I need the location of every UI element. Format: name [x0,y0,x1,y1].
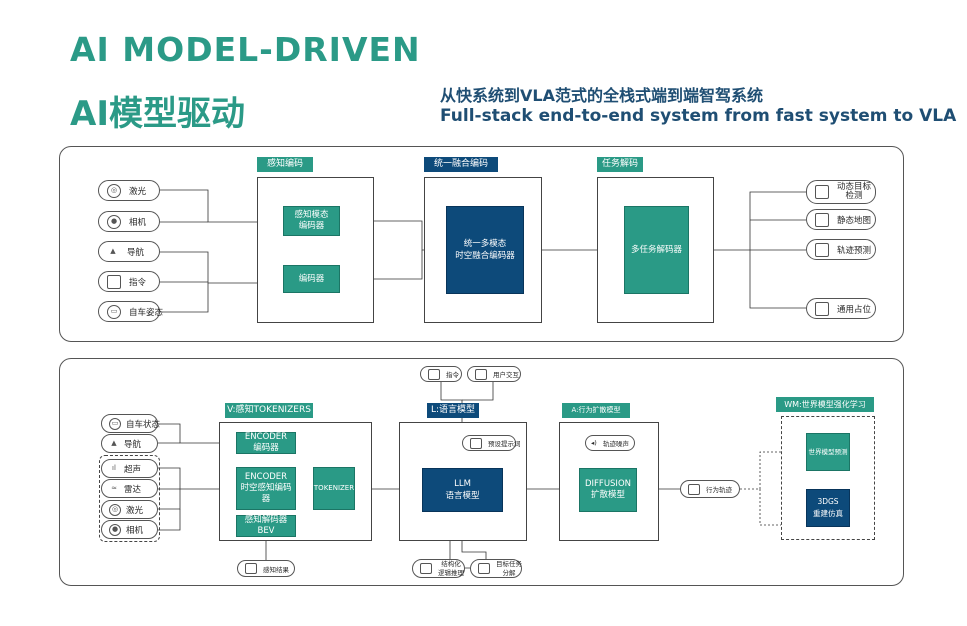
fusion-header: 统一融合编码 [424,157,498,172]
command-icon [107,274,121,289]
subtitle-cn: 从快系统到VLA范式的全栈式端到端智驾系统 [440,86,763,105]
wm-header: WM:世界模型强化学习 [776,397,874,412]
spatiotemporal-encoder-box: ENCODER 时空感知编码器 [236,467,296,510]
tokenizer-box: TOKENIZER [313,467,355,510]
command-pill: 指令 [420,366,462,382]
input-camera: ●相机 [98,211,160,232]
l-header: L:语言模型 [427,403,479,418]
perception-result-pill: 感知结果 [237,560,295,577]
input-radar: ≈雷达 [101,479,158,498]
output-occupancy: 通用占位 [806,298,876,319]
title-cn: AI模型驱动 [70,94,245,134]
3dgs-simulation-box: 3DGS 重建仿真 [806,489,850,527]
detection-icon [815,185,829,199]
warning-icon [470,437,482,449]
camera-icon: ● [109,523,121,536]
map-icon [815,212,829,227]
title-en: AI MODEL-DRIVEN [70,30,421,69]
occupancy-icon [815,301,829,316]
structured-reasoning-pill: 结构化逻辑推理 [412,559,465,578]
input-navigation: ▲导航 [98,241,160,262]
input-lidar: ◎激光 [98,180,160,201]
user-icon [475,368,487,380]
perception-encoder-box: 感知模态 编码器 [283,206,340,236]
encoder-box: 编码器 [283,265,340,293]
input-lidar-b: ◎激光 [101,500,158,519]
lidar-icon: ◎ [109,503,121,516]
trajectory-icon [688,483,700,495]
lidar-icon: ◎ [107,183,121,198]
v-header: V:感知TOKENIZERS [225,403,313,418]
behavior-trajectory-pill: 行为轨迹 [680,480,740,498]
user-interaction-pill: 用户交互 [467,366,521,382]
radar-icon: ≈ [111,484,117,492]
input-command: 指令 [98,271,160,292]
perception-frame [257,177,374,323]
car-icon: ▭ [107,304,121,319]
task-header: 任务解码 [597,157,643,172]
ultrasonic-icon: ıl [112,464,116,472]
car-icon: ▭ [109,417,121,430]
world-model-prediction-box: 世界模型预测 [806,433,850,471]
camera-icon: ● [107,214,121,229]
output-static-map: 静态地图 [806,209,876,230]
sensor-group-frame [99,455,160,542]
navigation-icon: ▲ [111,439,117,447]
trajectory-noise-pill: ◂)轨迹噪声 [585,435,635,451]
output-dynamic-detection: 动态目标 检测 [806,180,876,204]
a-header: A:行为扩散模型 [562,403,630,418]
preset-prompt-pill: 预设提示词 [462,435,521,451]
task-decomposition-pill: 目标任务分解 [470,559,522,578]
input-camera-b: ●相机 [101,520,158,539]
command-icon [428,368,440,380]
subtitle-en: Full-stack end-to-end system from fast s… [440,106,957,126]
input-ego-state: ▭自车状态 [101,414,160,433]
reasoning-icon [420,563,432,574]
result-icon [245,563,257,574]
task-icon [478,563,490,574]
input-ego-pose: ▭自车姿态 [98,301,163,322]
perception-header: 感知编码 [257,157,313,172]
input-navigation-b: ▲导航 [101,434,158,453]
navigation-icon: ▲ [110,247,116,255]
encoder-box-b: ENCODER 编码器 [236,432,296,454]
multi-task-decoder-box: 多任务解码器 [624,206,689,294]
bev-decoder-box: 感知解码器 BEV [236,515,296,537]
trajectory-icon [815,242,829,257]
diffusion-box: DIFFUSION 扩散模型 [579,468,637,512]
noise-icon: ◂) [591,438,597,447]
output-trajectory-prediction: 轨迹预测 [806,239,876,260]
fusion-box: 统一多模态 时空融合编码器 [446,206,524,294]
llm-box: LLM 语言模型 [422,468,503,512]
